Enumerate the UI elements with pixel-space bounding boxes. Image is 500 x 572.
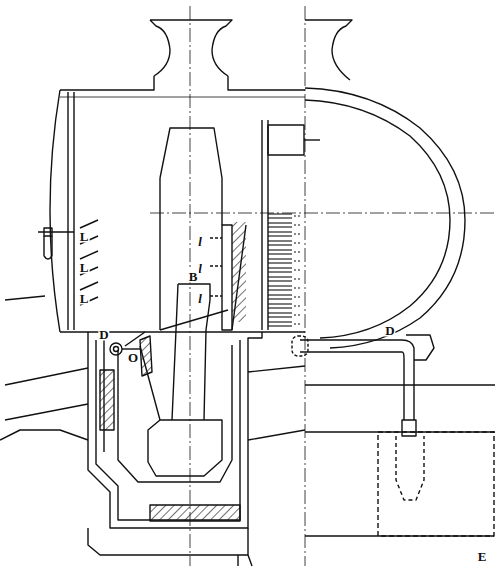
part-letter: E — [477, 550, 488, 563]
part-letter: L — [79, 230, 90, 243]
part-letter: L — [79, 292, 90, 305]
part-letter: O — [127, 351, 139, 364]
part-letter: B — [188, 270, 199, 283]
part-letter: l — [197, 235, 203, 248]
part-letter: D — [98, 328, 109, 341]
part-letter: L — [79, 261, 90, 274]
part-letter: D — [384, 324, 395, 337]
part-letter: l — [197, 292, 203, 305]
